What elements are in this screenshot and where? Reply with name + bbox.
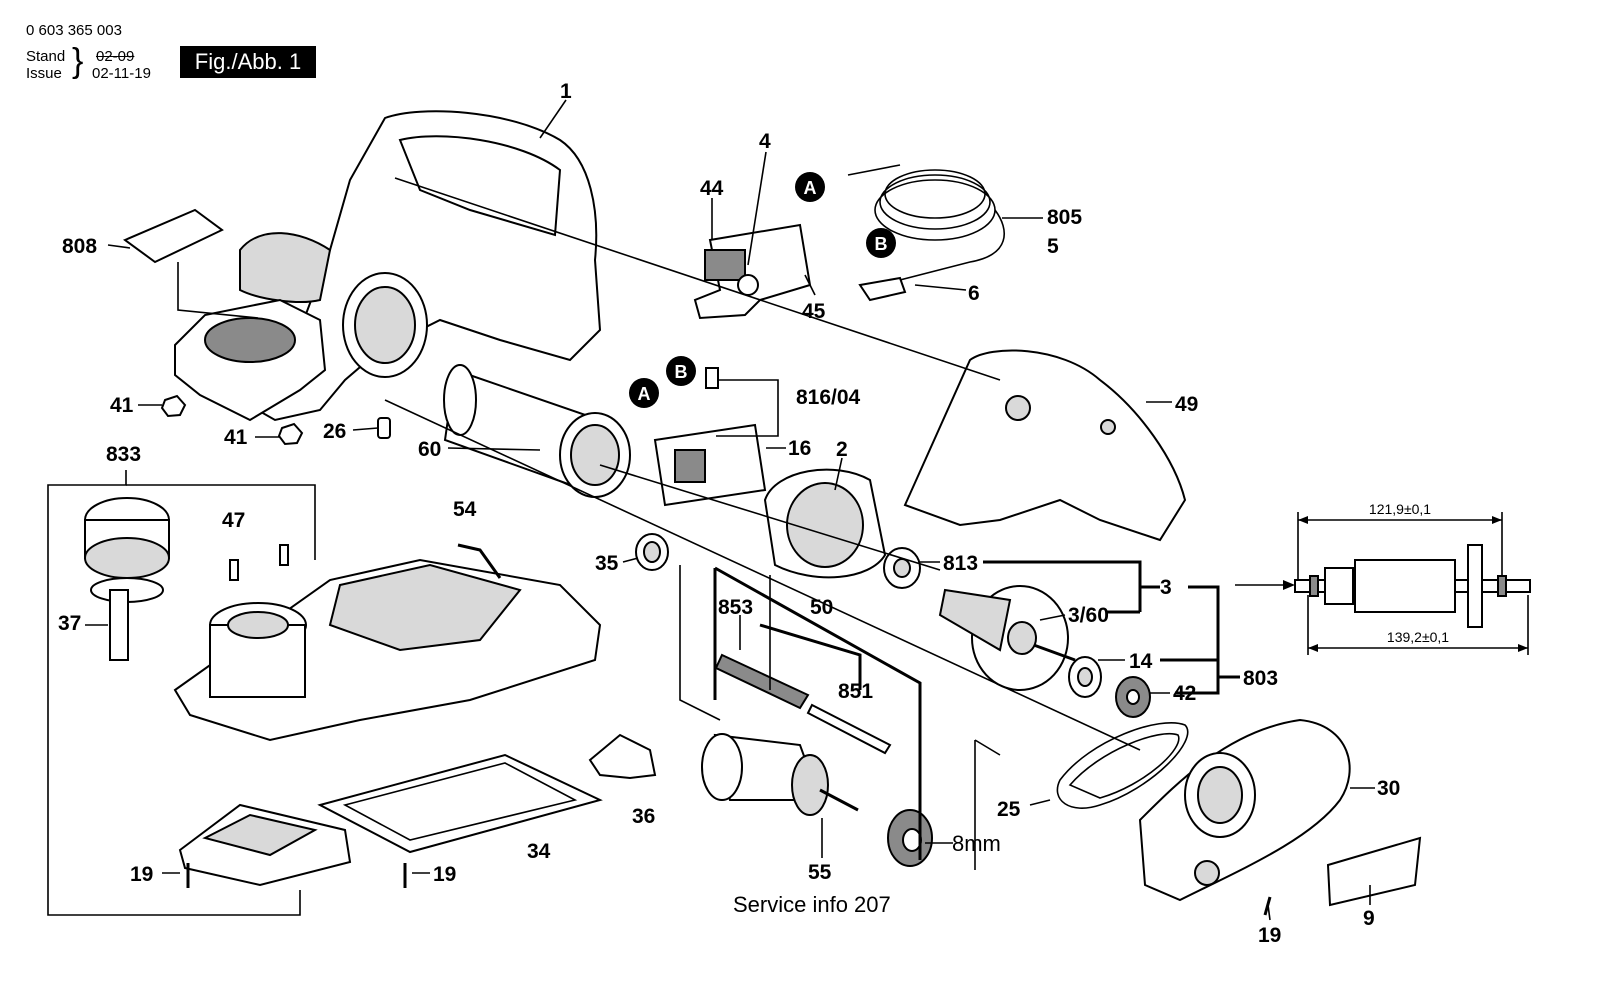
armature-dimension-drawing <box>1294 512 1531 655</box>
callout-25: 25 <box>997 798 1021 821</box>
callout-4: 4 <box>759 130 771 153</box>
callout-34: 34 <box>527 840 551 863</box>
gasket-part <box>317 753 603 854</box>
callout-44: 44 <box>700 177 724 200</box>
callout-8mm: 8mm <box>952 831 1001 856</box>
callout-41a: 41 <box>110 394 134 417</box>
callout-803: 803 <box>1243 667 1278 690</box>
bracket-lines <box>47 470 1240 916</box>
stand-label: Stand <box>26 48 66 65</box>
issue-date: 02-11-19 <box>92 65 151 82</box>
leader-lines <box>85 99 1375 921</box>
marker-b-top: B <box>866 228 896 258</box>
screw-47b-part <box>279 544 289 566</box>
callout-14: 14 <box>1129 650 1153 673</box>
bushing-26-part <box>377 417 391 439</box>
field-coil-part <box>763 468 887 579</box>
handle-cover-part <box>903 349 1187 542</box>
callout-26: 26 <box>323 420 346 443</box>
drive-belt-part <box>1056 721 1189 809</box>
service-info: Service info 207 <box>733 892 891 917</box>
needle-bearing-part <box>635 533 669 571</box>
marker-a-mid: A <box>629 378 659 408</box>
callout-808: 808 <box>62 235 97 258</box>
callout-853: 853 <box>718 596 753 619</box>
callout-816-04: 816/04 <box>796 386 861 409</box>
svg-text:A: A <box>638 384 651 404</box>
nut-41b-part <box>277 422 304 446</box>
callout-45: 45 <box>802 300 826 323</box>
callout-9: 9 <box>1363 907 1375 930</box>
base-plate-part <box>178 803 352 887</box>
clip-part <box>588 733 657 780</box>
power-cord-part <box>847 164 1005 302</box>
svg-text:B: B <box>875 234 888 254</box>
callout-42: 42 <box>1173 682 1196 705</box>
callout-19c: 19 <box>1258 924 1281 947</box>
base-housing-part <box>173 558 602 742</box>
callout-2: 2 <box>836 438 848 461</box>
marker-b-mid: B <box>666 356 696 386</box>
callout-805: 805 <box>1047 206 1082 229</box>
screw-47a-part <box>229 559 239 581</box>
callout-49: 49 <box>1175 393 1198 416</box>
callout-47: 47 <box>222 509 245 532</box>
callout-19b: 19 <box>433 863 456 886</box>
dimension-bottom: 139,2±0,1 <box>1387 629 1449 645</box>
callout-833: 833 <box>106 443 141 466</box>
switch-part <box>693 223 812 320</box>
callout-54: 54 <box>453 498 477 521</box>
bearing-813-part <box>883 547 921 589</box>
drive-pulley-part <box>887 809 933 867</box>
motor-housing-part <box>238 110 602 422</box>
nut-41a-part <box>160 394 187 418</box>
callout-37: 37 <box>58 612 81 635</box>
doc-number: 0 603 365 003 <box>26 22 122 39</box>
armature-part <box>938 585 1076 691</box>
callout-50: 50 <box>810 596 833 619</box>
pulley-42-part <box>1115 676 1151 718</box>
callout-19a: 19 <box>130 863 153 886</box>
callout-813: 813 <box>943 552 978 575</box>
marker-a-top: A <box>795 172 825 202</box>
fan-guide-tube-part <box>443 364 631 498</box>
callout-16: 16 <box>788 437 811 460</box>
svg-text:B: B <box>675 362 688 382</box>
depth-knob-part <box>84 497 170 661</box>
callout-60: 60 <box>418 438 441 461</box>
belt-cover-part <box>1138 718 1351 902</box>
callout-851: 851 <box>838 680 873 703</box>
svg-text:A: A <box>804 178 817 198</box>
figure-label: Fig./Abb. 1 <box>180 46 316 78</box>
blade-drum-part <box>701 653 892 816</box>
label-plate-9-part <box>1326 836 1422 907</box>
issue-label: Issue <box>26 65 62 82</box>
brace: } <box>72 42 84 80</box>
callout-6: 6 <box>968 282 980 305</box>
old-date: 02-09 <box>96 48 135 65</box>
dimension-top: 121,9±0,1 <box>1369 501 1431 517</box>
front-cover-part <box>174 298 327 422</box>
bearing-14-part <box>1068 656 1102 698</box>
callout-3-60: 3/60 <box>1068 604 1109 627</box>
callout-5: 5 <box>1047 235 1059 258</box>
label-plate-808-part <box>122 208 224 264</box>
hex-key-part <box>457 543 502 579</box>
callout-41b: 41 <box>224 426 248 449</box>
callout-1: 1 <box>560 80 572 103</box>
callout-35: 35 <box>595 552 619 575</box>
callout-55: 55 <box>808 861 832 884</box>
callout-3: 3 <box>1160 576 1172 599</box>
callout-30: 30 <box>1377 777 1400 800</box>
callout-36: 36 <box>632 805 655 828</box>
